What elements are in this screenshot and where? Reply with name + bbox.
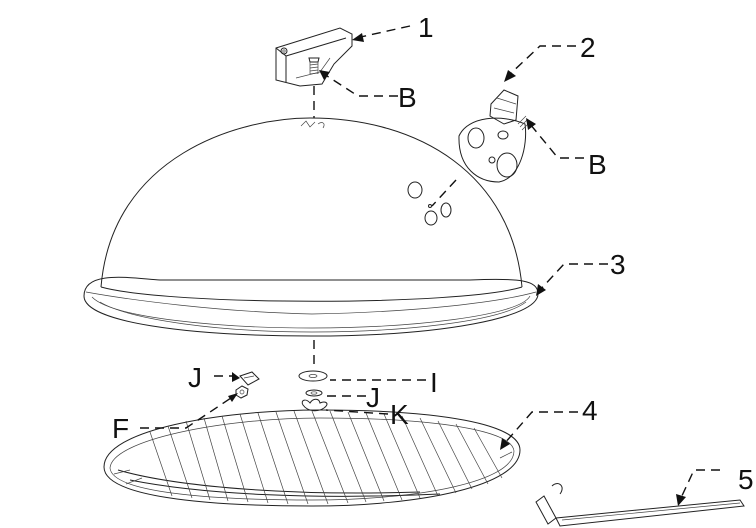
bolt-j [239,371,260,386]
handle-bracket [275,27,353,87]
screw-b-upper [308,57,320,75]
washer-i [298,370,328,382]
wing-nut-k [301,398,328,412]
part-number-4: 4 [582,395,598,426]
label-j-right: J [366,382,380,413]
part-number-3: 3 [610,249,626,280]
label-j-left: J [188,362,202,393]
label-b-lower: B [588,149,607,180]
nut-f [235,385,249,399]
part-number-5: 5 [738,464,754,495]
label-i: I [430,367,438,398]
vent-assembly [458,89,531,183]
grate-tool [535,483,745,527]
leader-lines [140,25,720,506]
label-b-upper: B [398,82,417,113]
part-number-1: 1 [418,12,434,43]
label-f: F [112,413,129,444]
label-k: K [390,399,409,430]
cooking-grate [103,409,521,507]
washer-j [305,389,323,397]
dome-lid [83,117,539,337]
part-number-2: 2 [580,32,596,63]
